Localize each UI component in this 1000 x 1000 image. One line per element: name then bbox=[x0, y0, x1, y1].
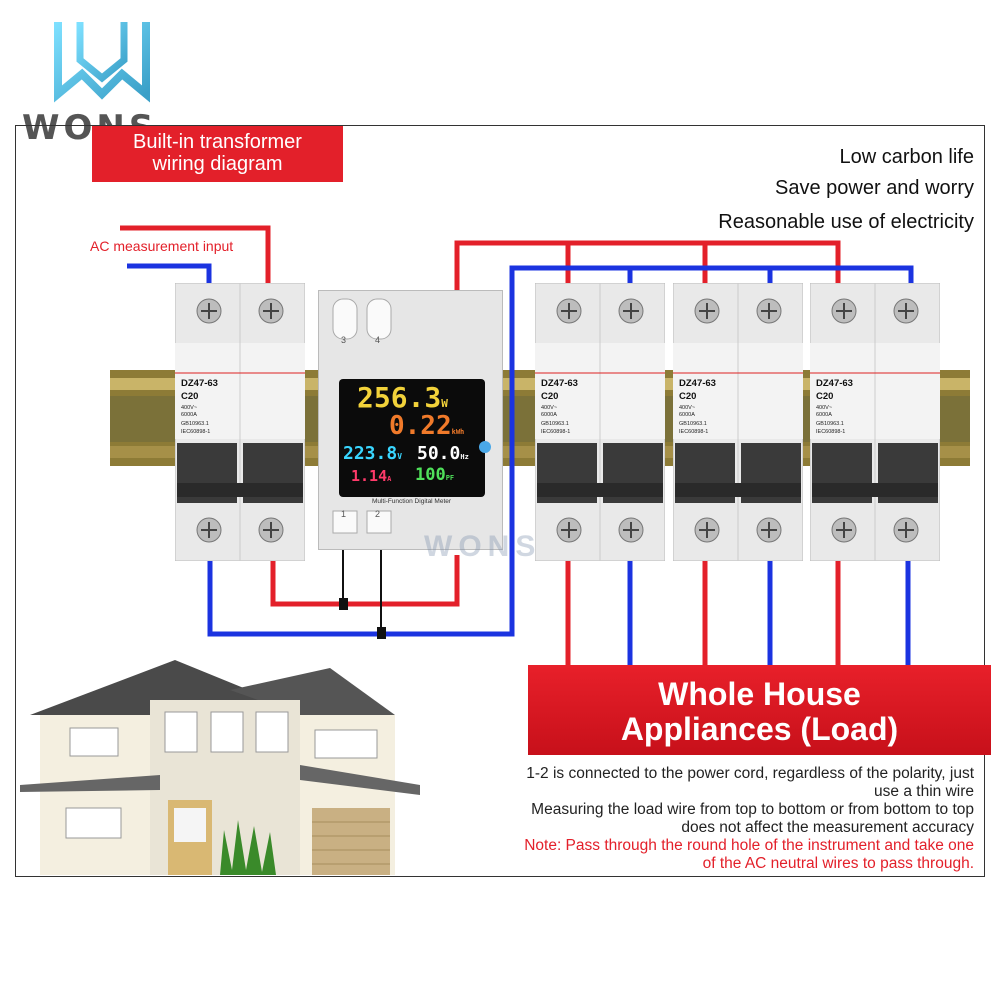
brand-logo-icon bbox=[54, 22, 150, 103]
frequency-reading: 50.0 bbox=[417, 443, 461, 464]
svg-text:6000A: 6000A bbox=[541, 412, 557, 418]
terminal-4-label: 4 bbox=[375, 335, 381, 345]
load-line-1: Whole House bbox=[658, 676, 861, 712]
voltage-unit: V bbox=[397, 452, 403, 461]
svg-text:C20: C20 bbox=[541, 391, 558, 402]
svg-text:GB10963.1: GB10963.1 bbox=[541, 421, 569, 427]
svg-text:DZ47-63: DZ47-63 bbox=[816, 378, 853, 389]
meter-caption: Multi-Function Digital Meter bbox=[371, 498, 452, 505]
svg-text:400V~: 400V~ bbox=[679, 405, 695, 411]
note-line-2: use a thin wire bbox=[874, 783, 974, 800]
svg-text:DZ47-63: DZ47-63 bbox=[541, 378, 578, 389]
svg-text:GB10963.1: GB10963.1 bbox=[816, 421, 844, 427]
power-unit: W bbox=[441, 397, 448, 410]
meter-thin-wires bbox=[342, 540, 382, 634]
branch-breaker-2: DZ47-63 C20 400V~ 6000A GB10963.1 IEC608… bbox=[673, 283, 803, 561]
load-wires bbox=[565, 555, 911, 665]
title-banner: Built-in transformer wiring diagram bbox=[92, 126, 343, 182]
power-factor-reading: 100 bbox=[415, 465, 446, 485]
power-factor-unit: PF bbox=[445, 474, 455, 482]
svg-text:C20: C20 bbox=[816, 391, 833, 402]
energy-unit: kWh bbox=[451, 428, 465, 436]
wire-clip bbox=[377, 627, 386, 639]
terminal-1-label: 1 bbox=[341, 509, 347, 519]
svg-text:400V~: 400V~ bbox=[816, 405, 832, 411]
frequency-unit: Hz bbox=[460, 453, 469, 461]
watermark-text: WONS bbox=[424, 530, 542, 563]
meter-button bbox=[479, 441, 491, 453]
branch-breaker-3: DZ47-63 C20 400V~ 6000A GB10963.1 IEC608… bbox=[810, 283, 940, 561]
note-red-line-2: of the AC neutral wires to pass through. bbox=[702, 855, 974, 872]
svg-text:GB10963.1: GB10963.1 bbox=[181, 421, 209, 427]
wire-clip bbox=[339, 598, 348, 610]
voltage-reading: 223.8 bbox=[343, 443, 398, 464]
terminal-3-label: 3 bbox=[341, 335, 347, 345]
energy-reading: 0.22 bbox=[389, 411, 452, 441]
branch-breaker-1: DZ47-63 C20 400V~ 6000A GB10963.1 IEC608… bbox=[535, 283, 665, 561]
input-wires bbox=[120, 225, 271, 290]
note-line-1: 1-2 is connected to the power cord, rega… bbox=[526, 765, 974, 782]
note-red-line-1: Note: Pass through the round hole of the… bbox=[524, 837, 974, 854]
current-reading: 1.14 bbox=[351, 467, 388, 485]
house-icon bbox=[20, 660, 420, 875]
breaker-rating: C20 bbox=[181, 391, 198, 402]
power-reading: 256.3 bbox=[357, 381, 442, 414]
title-line-2: wiring diagram bbox=[152, 153, 283, 175]
slogan-1: Low carbon life bbox=[839, 146, 974, 168]
title-line-1: Built-in transformer bbox=[133, 131, 302, 153]
load-line-2: Appliances (Load) bbox=[620, 711, 899, 747]
note-line-4: does not affect the measurement accuracy bbox=[681, 819, 974, 836]
distribution-wires-bottom bbox=[207, 440, 515, 637]
svg-text:IEC60898-1: IEC60898-1 bbox=[679, 429, 708, 435]
svg-text:6000A: 6000A bbox=[816, 412, 832, 418]
meter-lcd-screen: 256.3W 0.22kWh 223.8V 50.0Hz 1.14A 100PF bbox=[339, 379, 485, 497]
breaker-model: DZ47-63 bbox=[181, 378, 218, 389]
svg-text:DZ47-63: DZ47-63 bbox=[679, 378, 716, 389]
terminal-2-label: 2 bbox=[375, 509, 381, 519]
diagram-frame bbox=[15, 125, 985, 877]
svg-text:C20: C20 bbox=[679, 391, 696, 402]
slogan-3: Reasonable use of electricity bbox=[718, 211, 974, 233]
svg-text:IEC60898-1: IEC60898-1 bbox=[541, 429, 570, 435]
note-line-3: Measuring the load wire from top to bott… bbox=[531, 801, 974, 818]
svg-text:6000A: 6000A bbox=[181, 412, 197, 418]
svg-text:IEC60898-1: IEC60898-1 bbox=[816, 429, 845, 435]
svg-text:6000A: 6000A bbox=[679, 412, 695, 418]
svg-text:GB10963.1: GB10963.1 bbox=[679, 421, 707, 427]
main-breaker: DZ47-63 C20 400V~ 6000A GB10963.1 IEC608… bbox=[175, 283, 305, 561]
current-unit: A bbox=[387, 475, 392, 483]
svg-text:400V~: 400V~ bbox=[181, 405, 197, 411]
slogan-2: Save power and worry bbox=[775, 177, 974, 199]
svg-text:400V~: 400V~ bbox=[541, 405, 557, 411]
load-banner: Whole House Appliances (Load) bbox=[528, 665, 991, 755]
svg-text:IEC60898-1: IEC60898-1 bbox=[181, 429, 210, 435]
ac-measurement-label: AC measurement input bbox=[90, 238, 234, 254]
digital-meter: 3 4 1 2 256.3W 0.22kWh 223.8V 50.0Hz 1.1… bbox=[318, 290, 503, 550]
